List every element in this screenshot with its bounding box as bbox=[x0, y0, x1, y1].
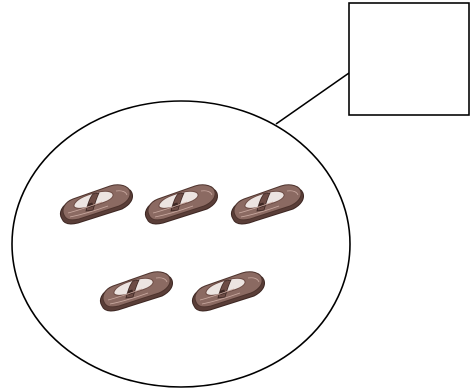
group-ellipse bbox=[11, 100, 351, 388]
answer-box[interactable] bbox=[348, 2, 470, 116]
connector-line bbox=[275, 72, 350, 125]
